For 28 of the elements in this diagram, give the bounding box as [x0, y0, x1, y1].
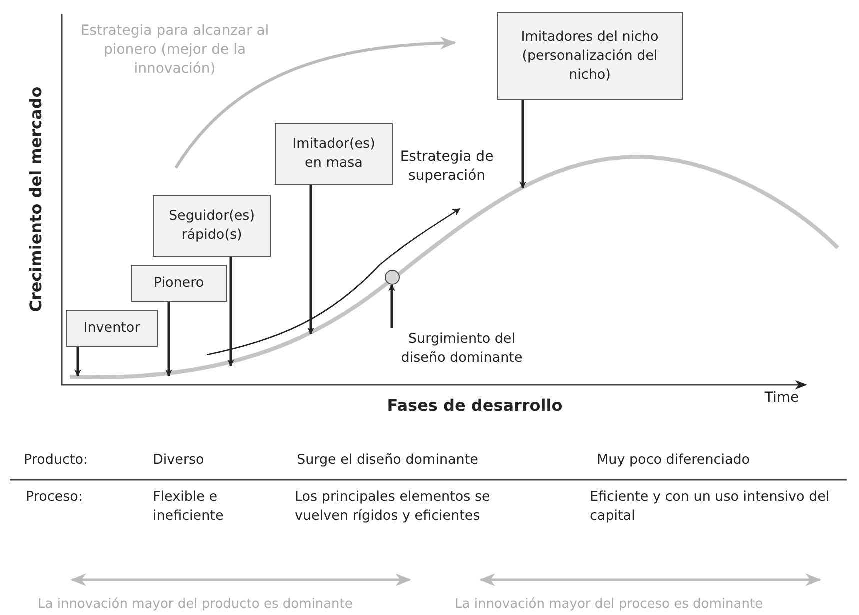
- axis-title: Fases de desarrollo: [386, 396, 564, 415]
- callout-text: Surgimiento del diseño dominante: [382, 328, 542, 370]
- milestone-circle: [385, 270, 400, 285]
- range-caption: La innovación mayor del producto es dominante: [38, 596, 354, 614]
- arrow: [388, 284, 396, 328]
- actor-box: Inventor: [66, 310, 158, 347]
- strategy-note: Estrategia para alcanzar al pionero (mejor de la innovación): [80, 22, 270, 79]
- arrow: [308, 185, 314, 335]
- table-cell-text: Flexible e ineficiente: [153, 488, 225, 526]
- table-cell-text: Los principales elementos se vuelven rígidos y eficientes: [295, 488, 492, 526]
- actor-box: Seguidor(es) rápido(s): [153, 195, 271, 257]
- arrow: [228, 257, 234, 367]
- range-caption: La innovación mayor del proceso es dominante: [455, 596, 764, 614]
- actor-box: Pionero: [131, 265, 227, 302]
- table-cell-text: Diverso: [153, 451, 206, 470]
- arrow: [166, 302, 172, 377]
- table-cell-text: Surge el diseño dominante: [297, 451, 480, 470]
- arrow: [74, 347, 82, 377]
- axis-title: Time: [764, 389, 800, 408]
- actor-box: Imitador(es) en masa: [275, 123, 393, 185]
- axis-title: Crecimiento del mercado: [26, 86, 46, 314]
- actor-box: Imitadores del nicho (personalización del nicho): [497, 12, 683, 100]
- table-cell-text: Proceso:: [26, 488, 84, 507]
- table-cell-text: Eficiente y con un uso intensivo del capital: [590, 488, 831, 526]
- arrow: [520, 100, 526, 189]
- table-cell-text: Producto:: [24, 451, 90, 470]
- strategy-note: Estrategia de superación: [399, 148, 495, 186]
- table-cell-text: Muy poco diferenciado: [597, 451, 752, 470]
